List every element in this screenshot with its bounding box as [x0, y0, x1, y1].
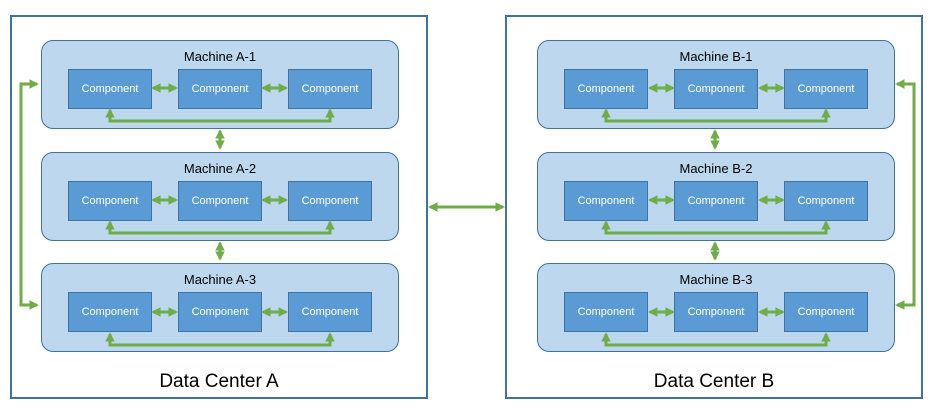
component-box: Component [288, 292, 372, 332]
datacenter-title: Data Center B [653, 371, 775, 392]
component-box: Component [784, 181, 868, 221]
machine-a-1: Machine A-1 Component Component Componen… [41, 40, 399, 129]
component-box: Component [674, 292, 758, 332]
machine-title: Machine A-3 [183, 272, 257, 287]
machine-b-2: Machine B-2 Component Component Componen… [537, 152, 895, 241]
machine-a-2: Machine A-2 Component Component Componen… [41, 152, 399, 241]
component-box: Component [784, 69, 868, 109]
machine-title: Machine B-3 [679, 272, 753, 287]
component-box: Component [68, 292, 152, 332]
machine-b-3: Machine B-3 Component Component Componen… [537, 263, 895, 352]
component-box: Component [564, 181, 648, 221]
machine-a-3: Machine A-3 Component Component Componen… [41, 263, 399, 352]
datacenter-title: Data Center A [159, 371, 279, 392]
component-box: Component [674, 181, 758, 221]
datacenter-a: Machine A-1 Component Component Componen… [10, 15, 428, 399]
component-box: Component [178, 292, 262, 332]
component-box: Component [288, 69, 372, 109]
component-box: Component [178, 181, 262, 221]
component-box: Component [288, 181, 372, 221]
machine-title: Machine B-2 [679, 161, 753, 176]
datacenter-b: Machine B-1 Component Component Componen… [505, 15, 923, 399]
component-box: Component [178, 69, 262, 109]
machine-b-1: Machine B-1 Component Component Componen… [537, 40, 895, 129]
component-box: Component [68, 69, 152, 109]
machine-title: Machine A-2 [183, 161, 257, 176]
component-box: Component [68, 181, 152, 221]
component-box: Component [784, 292, 868, 332]
component-box: Component [564, 69, 648, 109]
machine-title: Machine A-1 [183, 49, 257, 64]
component-box: Component [674, 69, 758, 109]
machine-title: Machine B-1 [679, 49, 753, 64]
component-box: Component [564, 292, 648, 332]
